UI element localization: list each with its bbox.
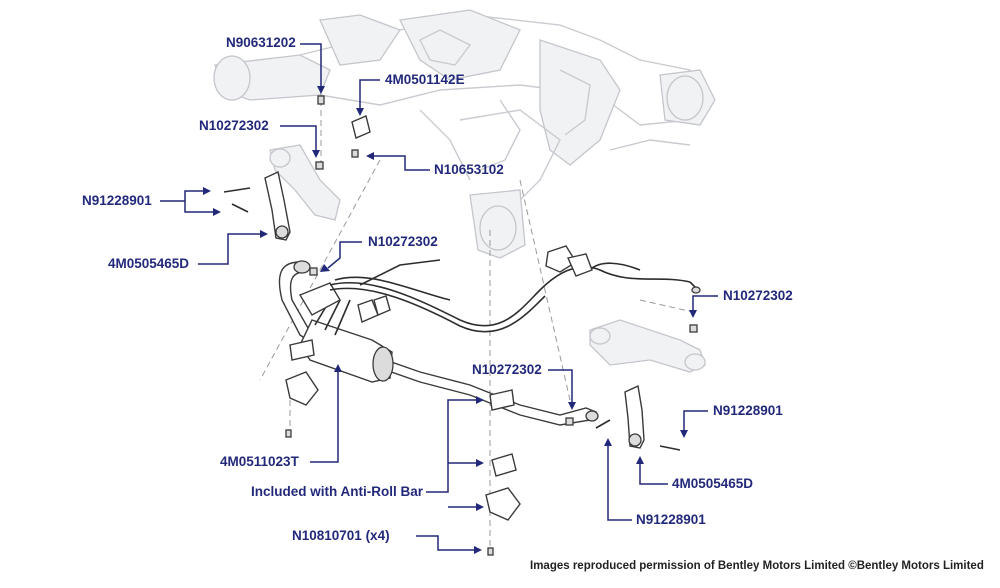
left-control-arm-ghost [269, 144, 341, 221]
part-label-n10272302-right: N10272302 [723, 288, 793, 303]
part-label-n10272302-mid: N10272302 [368, 234, 438, 249]
part-label-included-with-anti-roll-bar: Included with Anti-Roll Bar [251, 484, 423, 499]
part-label-4m0505465d-right: 4M0505465D [672, 476, 754, 491]
part-label-4m0505465d-left: 4M0505465D [108, 256, 190, 271]
assembly-axes [259, 70, 694, 555]
drop-links [264, 170, 645, 449]
fasteners [223, 95, 698, 556]
part-label-n10810701: N10810701 (x4) [292, 528, 390, 543]
part-label-n90631202: N90631202 [226, 35, 296, 50]
copyright-credit: Images reproduced permission of Bentley … [530, 560, 984, 572]
right-lower-arm-ghost [589, 319, 706, 373]
wiring-harness [329, 245, 701, 333]
part-label-n10653102: N10653102 [434, 162, 504, 177]
actuator [298, 282, 394, 383]
part-label-n91228901-right: N91228901 [713, 403, 783, 418]
part-label-n91228901-left: N91228901 [82, 193, 152, 208]
leader-lines [160, 43, 718, 554]
rear-subframe-ghost [213, 9, 716, 259]
part-label-n91228901-lower: N91228901 [636, 512, 706, 527]
part-label-4m0501142e: 4M0501142E [385, 72, 465, 87]
anti-roll-bar [278, 260, 599, 426]
part-label-4m0511023t: 4M0511023T [220, 454, 299, 469]
part-label-n10272302-top: N10272302 [199, 118, 269, 133]
part-label-n10272302-lower: N10272302 [472, 362, 542, 377]
clamp-brackets [285, 295, 521, 521]
